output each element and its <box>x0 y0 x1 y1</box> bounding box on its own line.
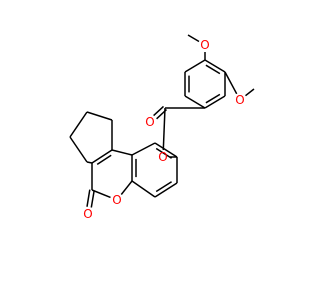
bond-ce-oc <box>153 105 165 117</box>
bond-a3-a4 <box>204 95 226 109</box>
bond-om4-m4 <box>245 88 255 97</box>
atom-label-o-ring-pyranone: O <box>112 193 121 207</box>
bond-ce-oe <box>162 107 166 151</box>
bond-a6-a1 <box>184 59 206 73</box>
bond-c4-c9 <box>111 149 133 156</box>
bond-cp3-cp4 <box>69 136 88 163</box>
atom-label-o-ester-link: O <box>158 150 167 164</box>
bond-o1-c2 <box>91 189 111 199</box>
bond-c10-o1 <box>120 180 133 195</box>
structure-diagram: O O O O O O <box>69 34 255 221</box>
bond-cp1-cp2 <box>86 111 113 121</box>
bond-a3-a4-inner <box>205 93 221 104</box>
bond-c7-c8-inner <box>155 147 173 159</box>
bond-cp4-c3 <box>86 161 93 164</box>
molecule-drawing: O O O O O O <box>69 34 255 221</box>
bond-c8-c9 <box>131 142 156 156</box>
bond-c2-ol <box>86 189 91 207</box>
bond-a4-a5 <box>184 95 206 109</box>
atom-label-o-carbonyl-ester: O <box>145 115 154 129</box>
atom-label-o-methoxy-4: O <box>235 93 244 107</box>
bond-layer <box>69 34 255 208</box>
atom-label-o-methoxy-3: O <box>200 38 209 52</box>
atom-label-layer: O O O O O O <box>83 38 244 221</box>
bond-c7-c8 <box>154 142 178 158</box>
bond-c2-ol-second <box>90 190 95 208</box>
bond-c5-c6-inner <box>155 181 173 193</box>
bond-c5-c6 <box>154 182 178 198</box>
bond-c10-c5 <box>131 180 156 198</box>
atom-label-o-carbonyl-lactone: O <box>83 207 92 221</box>
bond-a1-a2-inner <box>205 64 221 75</box>
bond-c3-c4 <box>91 149 113 164</box>
bond-a1-a2 <box>204 59 226 73</box>
bond-om3-m3 <box>187 34 200 43</box>
bond-c3-c4-inner <box>96 154 112 166</box>
bond-a2-om4 <box>224 71 238 95</box>
bond-cp2-cp3 <box>69 111 88 138</box>
